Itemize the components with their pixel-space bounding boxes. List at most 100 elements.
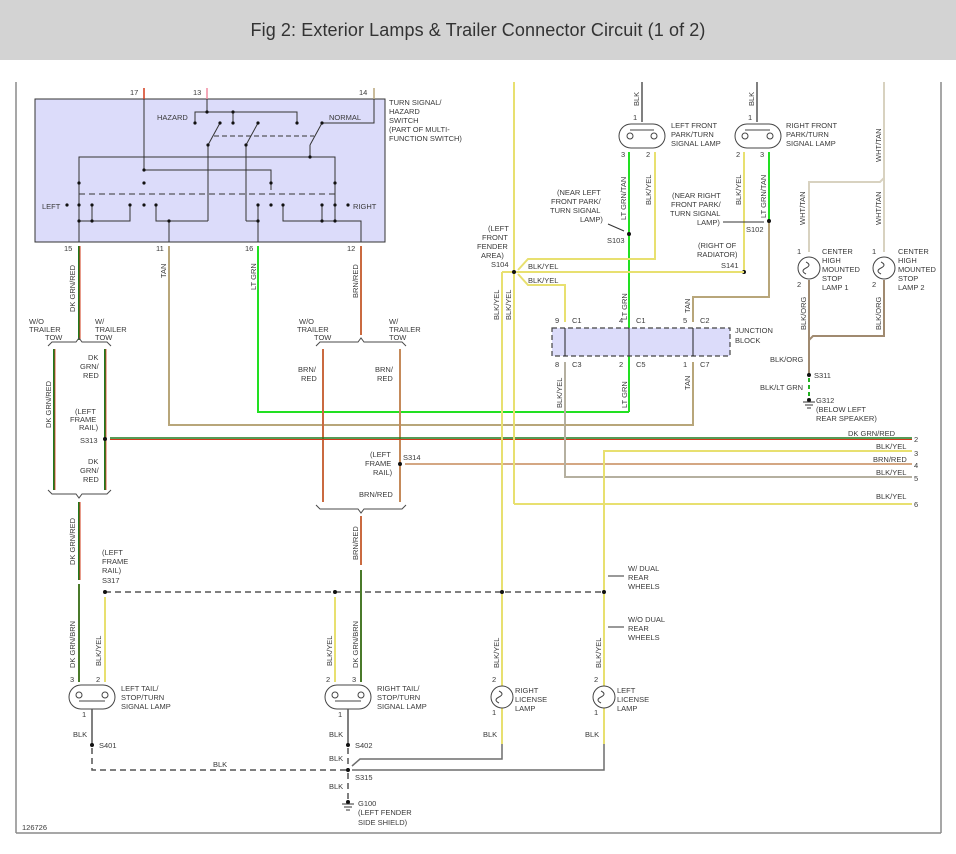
lf-lamp-label-3: SIGNAL LAMP	[671, 139, 721, 148]
s141-id: S141	[721, 261, 739, 270]
wire-label-blk-lt: BLK	[73, 730, 87, 739]
s313-loc-1: (LEFT	[75, 407, 96, 416]
wire-label-blk-org-2: BLK/ORG	[874, 296, 883, 330]
wire-blk-yel-c3	[564, 362, 912, 478]
wire-label-brn-red-2: BRN/RED	[359, 490, 393, 499]
trailer-pin-2: 2	[914, 435, 918, 444]
rt-label-2: STOP/TURN	[377, 693, 420, 702]
w-trailer-2-l3: TOW	[389, 333, 407, 342]
wire-label-blk-yel-ll: BLK/YEL	[594, 638, 603, 668]
switch-label-1: TURN SIGNAL/	[389, 98, 442, 107]
wire-label-blk-yel-rt: BLK/YEL	[325, 636, 334, 666]
wo-trailer-2-l3: TOW	[314, 333, 332, 342]
s313-loc-2: FRAME	[70, 415, 96, 424]
chmsl2-label-3: MOUNTED	[898, 265, 936, 274]
wo-trailer-1-l3: TOW	[45, 333, 63, 342]
ll-label-2: LICENSE	[617, 695, 649, 704]
s103-loc-1: (NEAR LEFT	[557, 188, 601, 197]
jb-top-conn-2: C1	[636, 316, 646, 325]
splice-s402	[346, 743, 350, 747]
wire-blk-yel-trailer3	[603, 450, 912, 744]
trailer-wire-5: BLK/YEL	[876, 468, 906, 477]
wire-label-blk-rf: BLK	[747, 92, 756, 106]
w-trailer-1-l1: W/	[95, 317, 105, 326]
trailer-pin-4: 4	[914, 461, 918, 470]
wire-label-lt-grn-tan-rf: LT GRN/TAN	[759, 175, 768, 218]
wire-label-dk-2: DK	[88, 457, 98, 466]
left-tail-lamp	[68, 684, 116, 710]
wire-label-blk-rt: BLK	[329, 730, 343, 739]
rt-label-1: RIGHT TAIL/	[377, 684, 420, 693]
splice-l-license	[602, 590, 606, 594]
wire-label-lt-grn-1: LT GRN	[249, 263, 258, 290]
wire-label-red-3: RED	[301, 374, 317, 383]
wire-label-lt-grn-c5: LT GRN	[620, 381, 629, 408]
s102-loc-2: FRONT PARK/	[671, 200, 722, 209]
normal-label: NORMAL	[329, 113, 361, 122]
splice-s313	[103, 437, 107, 441]
wire-label-brn-red-1: BRN/RED	[351, 264, 360, 298]
trailer-pin-3: 3	[914, 449, 918, 458]
rf-lamp-label-2: PARK/TURN	[786, 130, 829, 139]
s402-id: S402	[355, 741, 373, 750]
jb-bottom-pin-3: 1	[683, 360, 687, 369]
lt-pin3: 3	[70, 675, 74, 684]
wire-label-grn-1: GRN/	[80, 362, 100, 371]
wire-label-blk-yel-lt: BLK/YEL	[94, 636, 103, 666]
splice-s401	[90, 743, 94, 747]
wire-tan-rf	[692, 220, 770, 322]
trailer-wire-4: BRN/RED	[873, 455, 907, 464]
rt-label-3: SIGNAL LAMP	[377, 702, 427, 711]
pin-13-label: 13	[193, 88, 201, 97]
wo-dual-l3: WHEELS	[628, 633, 660, 642]
wire-blk-l-license	[352, 744, 605, 771]
chmsl1-pin2: 2	[797, 280, 801, 289]
wire-label-blk-yel-v1: BLK/YEL	[492, 290, 501, 320]
s104-loc-1: (LEFT	[488, 224, 509, 233]
rf-lamp-label-1: RIGHT FRONT	[786, 121, 838, 130]
wire-label-blk-yel-s104a: BLK/YEL	[528, 262, 558, 271]
wire-label-blk-yel-lf: BLK/YEL	[644, 175, 653, 205]
s103-loc-3: TURN SIGNAL	[550, 206, 600, 215]
s103-loc-2: FRONT PARK/	[551, 197, 602, 206]
ll-pin1: 1	[594, 708, 598, 717]
wo-trailer-1-l2: TRAILER	[29, 325, 61, 334]
ground-g100-icon	[342, 800, 354, 811]
s317-loc-3: RAIL)	[102, 566, 122, 575]
wire-label-brn-1: BRN/	[298, 365, 317, 374]
s317-id: S317	[102, 576, 120, 585]
chmsl2-label-2: HIGH	[898, 256, 917, 265]
s141-loc-2: RADIATOR)	[697, 250, 738, 259]
ll-label-1: LEFT	[617, 686, 636, 695]
chmsl1-label-1: CENTER	[822, 247, 853, 256]
right-label: RIGHT	[353, 202, 377, 211]
jb-top-conn-1: C1	[572, 316, 582, 325]
wire-label-dk-grn-red-2: DK GRN/RED	[44, 380, 53, 428]
wire-label-brn-2: BRN/	[375, 365, 394, 374]
wire-label-dk-grn-red-3: DK GRN/RED	[68, 517, 77, 565]
junction-block-label-1: JUNCTION	[735, 326, 773, 335]
wire-label-blk-lt-grn: BLK/LT GRN	[760, 383, 803, 392]
lt-label-2: STOP/TURN	[121, 693, 164, 702]
wire-label-blk-org-1: BLK/ORG	[799, 296, 808, 330]
chmsl2-label-1: CENTER	[898, 247, 929, 256]
s141-loc-1: (RIGHT OF	[698, 241, 737, 250]
wire-blk-ground-bus	[91, 748, 348, 771]
wire-tan-c7	[565, 362, 694, 426]
chmsl2-label-4: STOP	[898, 274, 918, 283]
chmsl2-label-5: LAMP 2	[898, 283, 925, 292]
chmsl2-pin2: 2	[872, 280, 876, 289]
wire-label-blk-yel-rl: BLK/YEL	[492, 638, 501, 668]
trailer-pin-6: 6	[914, 500, 918, 509]
right-tail-lamp	[324, 684, 372, 710]
s317-loc-2: FRAME	[102, 557, 128, 566]
wire-label-dk-grn-red-1: DK GRN/RED	[68, 264, 77, 312]
wire-label-blk-yel-v2: BLK/YEL	[504, 290, 513, 320]
wire-label-wht-tan-3: WHT/TAN	[874, 191, 883, 225]
right-license-lamp	[490, 685, 514, 709]
chmsl1-pin1: 1	[797, 247, 801, 256]
rl-label-3: LAMP	[515, 704, 535, 713]
wire-label-wht-tan-2: WHT/TAN	[798, 191, 807, 225]
wire-blk-yel-c1	[517, 273, 566, 322]
pin-16-label: 16	[245, 244, 253, 253]
